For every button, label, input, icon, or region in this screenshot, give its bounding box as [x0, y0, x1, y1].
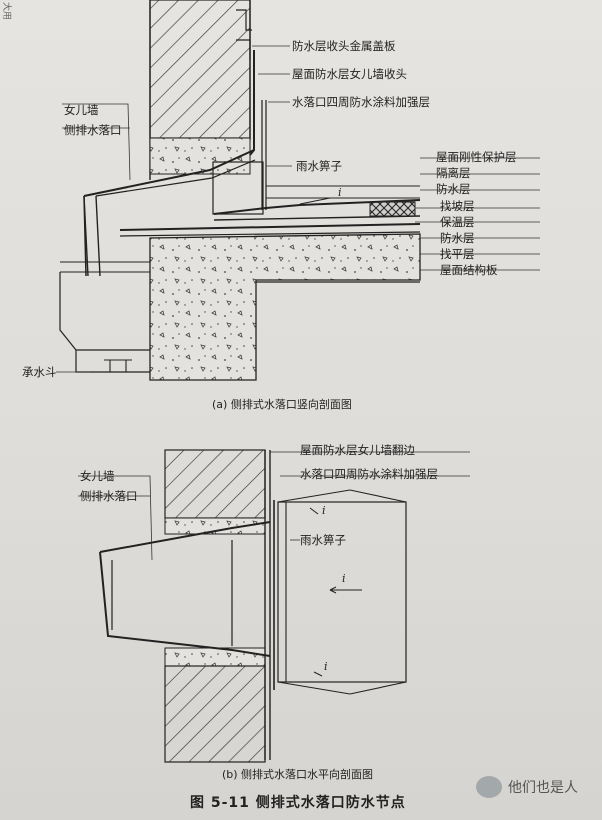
label-structure: 屋面结构板 [440, 263, 498, 277]
figure-title: 图 5-11 侧排式水落口防水节点 [190, 795, 406, 811]
label-hopper: 承水斗 [22, 365, 57, 379]
flow-mark-b-bottom: i [324, 660, 328, 673]
watermark: 他们也是人 [476, 776, 578, 798]
label-waterproof-2: 防水层 [440, 231, 475, 245]
label-waterproof-1: 防水层 [436, 182, 471, 196]
label-metal-cover: 防水层收头金属盖板 [292, 39, 396, 53]
caption-a: (a) 侧排式水落口竖向剖面图 [212, 398, 352, 411]
label-insulation: 保温层 [440, 215, 475, 229]
figure-a-drawing [56, 0, 540, 381]
label-parapet-end: 屋面防水层女儿墙收头 [292, 67, 407, 81]
parapet-wall-a [149, 0, 251, 139]
label-outlet-a: 侧排水落口 [64, 123, 122, 137]
label-leveling: 找平层 [440, 247, 475, 261]
flow-mark-b-mid: i [342, 572, 346, 585]
wechat-icon [476, 776, 502, 798]
label-parapet-b: 女儿墙 [80, 469, 115, 483]
label-isolation: 隔离层 [436, 166, 471, 180]
figure-b-drawing [78, 449, 470, 763]
caption-b: (b) 侧排式水落口水平向剖面图 [222, 768, 374, 781]
label-outlet-b: 侧排水落口 [80, 489, 138, 503]
flow-mark-b-top: i [322, 504, 326, 517]
label-coating-reinforce-b: 水落口四周防水涂料加强层 [300, 467, 438, 481]
label-rigid-protect: 屋面刚性保护层 [436, 150, 517, 164]
label-slope: 找坡层 [440, 199, 475, 213]
label-parapet-a: 女儿墙 [64, 103, 99, 117]
label-coating-reinforce-a: 水落口四周防水涂料加强层 [292, 95, 430, 109]
label-grate-a: 雨水箅子 [296, 159, 342, 173]
label-grate-b: 雨水箅子 [300, 533, 346, 547]
label-parapet-turn: 屋面防水层女儿墙翻边 [300, 443, 415, 457]
watermark-text: 他们也是人 [508, 780, 578, 796]
roof-structure-slab-a [149, 233, 421, 381]
grate-box-b [277, 501, 407, 683]
flow-mark-a: i [338, 186, 342, 199]
corner-text: 大用 [1, 2, 11, 21]
